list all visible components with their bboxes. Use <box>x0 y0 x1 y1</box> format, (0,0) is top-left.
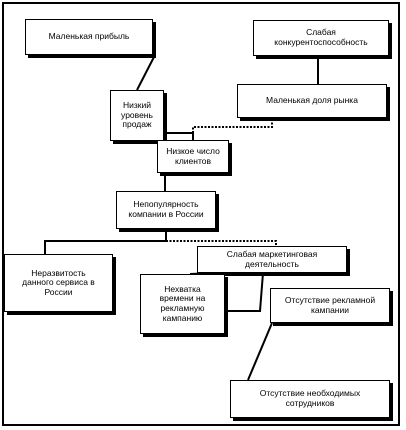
node-text: Низкий уровень продаж <box>121 101 153 130</box>
node-line: времени на <box>159 293 206 304</box>
node-line: уровень <box>121 109 153 120</box>
link-fewcustomers-lowsales <box>164 132 194 140</box>
link-timelack-marketing <box>189 272 217 275</box>
node-text: Отсутствие рекламной кампании <box>284 294 376 315</box>
node-text: Неразвитость данного сервиса в России <box>22 267 95 298</box>
node-line: компании в России <box>128 209 204 219</box>
node-line: данного сервиса в <box>22 277 95 288</box>
node-small-market-share: Маленькая доля рынка <box>237 84 387 118</box>
node-weak-competitiveness: Слабая конкурентоспособность <box>253 20 389 56</box>
link-fewcustomers-marketshare <box>192 118 273 140</box>
node-line: сотрудников <box>285 398 335 408</box>
node-no-employees: Отсутствие необходимых сотрудников <box>230 380 390 418</box>
node-line: Слабая маркетинговая <box>226 248 318 259</box>
node-line: Слабая <box>306 27 336 38</box>
node-line: кампанию <box>162 312 203 323</box>
node-line: кампании <box>310 304 349 315</box>
node-line: Низкий <box>122 100 151 111</box>
link-noadcampaign-marketing <box>225 272 264 312</box>
link-lowsales-smallprofit <box>136 54 156 91</box>
node-line: конкурентоспособность <box>274 37 368 47</box>
node-line: Отсутствие необходимых <box>259 388 361 399</box>
node-low-sales: Низкий уровень продаж <box>110 90 164 141</box>
node-text: Отсутствие необходимых сотрудников <box>260 389 361 408</box>
node-line: клиентов <box>175 155 211 166</box>
node-line: Маленькая доля рынка <box>266 95 358 106</box>
node-line: деятельность <box>245 258 299 269</box>
node-line: Непопулярность <box>133 199 199 210</box>
node-few-customers: Низкое число клиентов <box>157 140 229 173</box>
node-line: Маленькая прибыль <box>48 31 130 42</box>
node-text: Нехватка времени на рекламную кампанию <box>159 283 206 323</box>
node-text: Низкое число клиентов <box>166 145 220 166</box>
link-marketing-unpopularity <box>166 240 277 246</box>
diagram-frame <box>2 2 400 426</box>
node-line: рекламную <box>160 303 205 313</box>
node-weak-marketing: Слабая маркетинговая деятельность <box>197 246 347 273</box>
node-line: Низкое число <box>166 145 220 156</box>
node-line: России <box>44 286 73 297</box>
node-text: Слабая конкурентоспособность <box>274 28 367 47</box>
node-text: Слабая маркетинговая деятельность <box>226 248 318 269</box>
node-small-profit: Маленькая прибыль <box>25 19 153 55</box>
node-text: Маленькая прибыль <box>49 32 130 42</box>
node-line: продаж <box>122 119 152 130</box>
node-no-ad-campaign: Отсутствие рекламной кампании <box>270 288 390 323</box>
node-text: Непопулярность компании в России <box>128 200 203 219</box>
node-lack-of-time: Нехватка времени на рекламную кампанию <box>140 274 225 334</box>
link-noemployees-noadcampaign <box>247 322 273 381</box>
node-line: Неразвитость <box>31 267 86 278</box>
node-text: Маленькая доля рынка <box>266 96 358 106</box>
node-line: Отсутствие рекламной <box>284 294 376 305</box>
node-undeveloped-service: Неразвитость данного сервиса в России <box>4 254 113 312</box>
link-undeveloped-unpopularity <box>44 229 167 254</box>
node-unpopularity: Непопулярность компании в России <box>116 191 216 229</box>
node-line: Нехватка <box>164 283 201 294</box>
